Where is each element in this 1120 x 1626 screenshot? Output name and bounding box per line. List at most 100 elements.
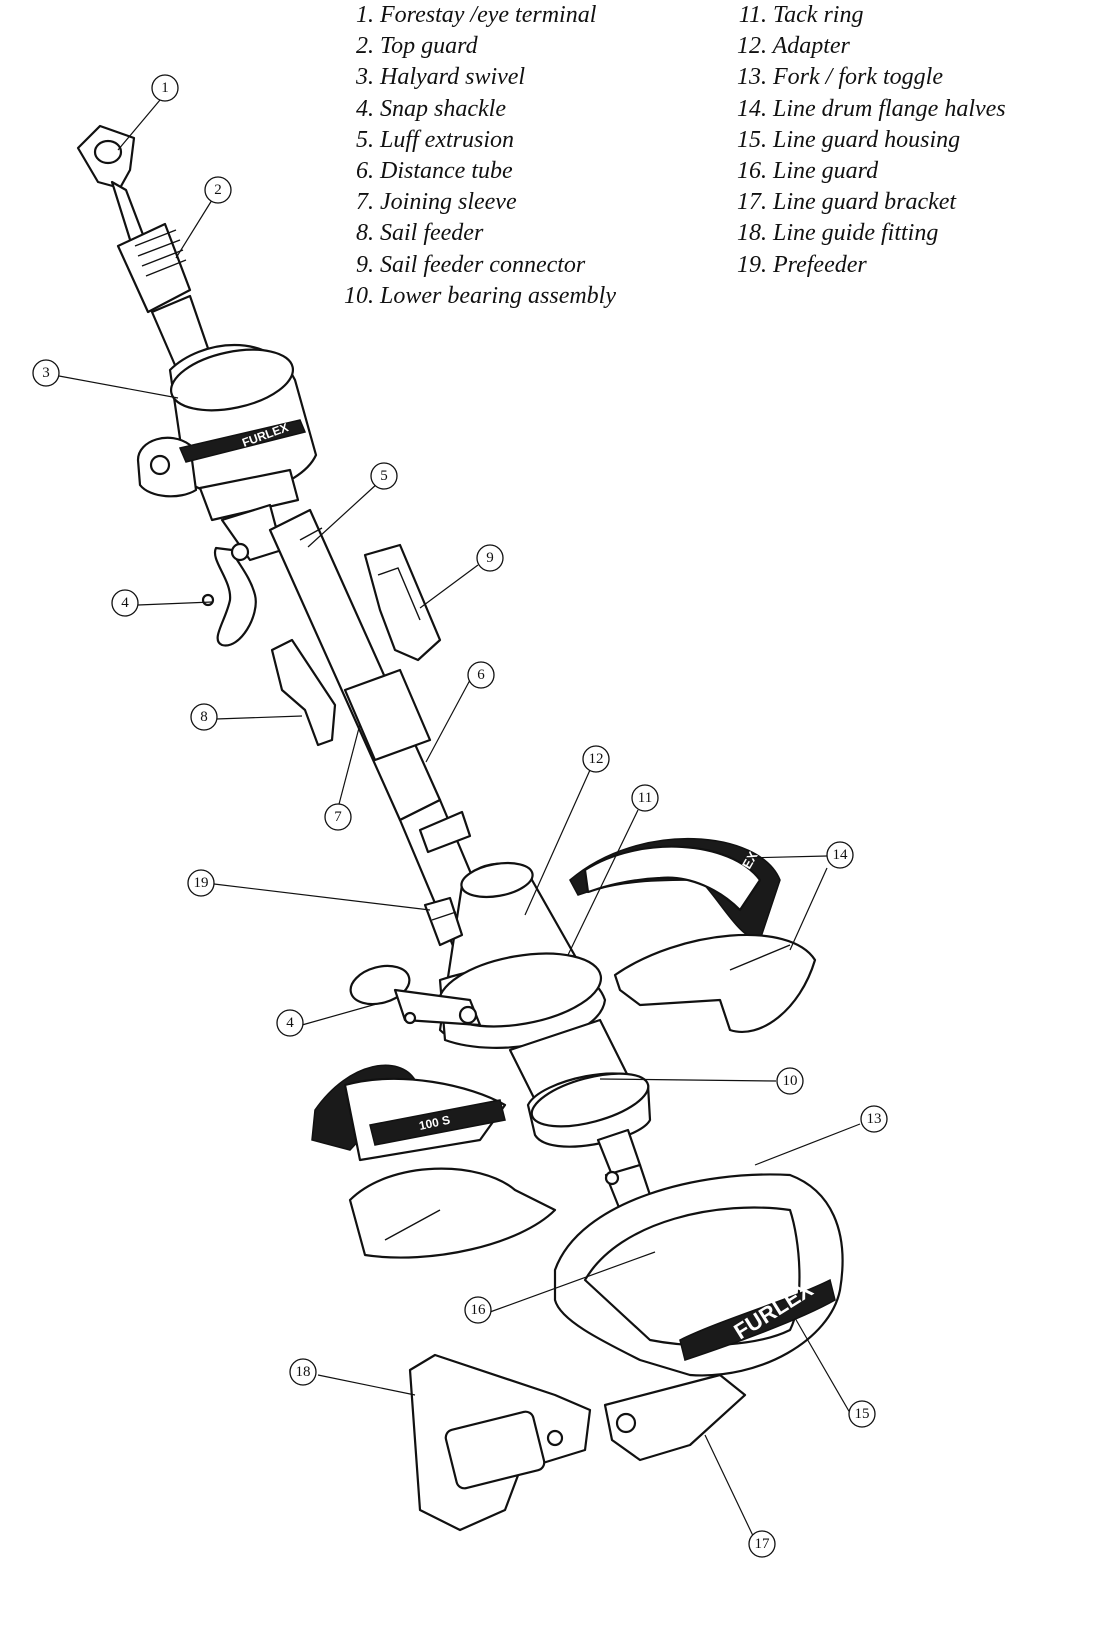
prefeeder — [423, 896, 464, 947]
flange-number-text: 100 S — [418, 1113, 452, 1133]
legend-item-label: Line guard housing — [773, 126, 961, 153]
legend-item: 16. Line guard — [733, 156, 1006, 187]
legend-item-label: Line guard — [773, 158, 879, 185]
legend-item-number: 8. — [356, 220, 374, 247]
svg-text:11: 11 — [638, 790, 652, 806]
legend-item-label: Snap shackle — [380, 95, 506, 122]
callout-1: 1 — [151, 74, 179, 102]
callout-4-lower: 4 — [276, 1009, 304, 1037]
top-guard — [116, 222, 214, 374]
legend-item: 17. Line guard bracket — [733, 187, 1006, 218]
callout-14: 14 — [826, 841, 854, 869]
svg-text:6: 6 — [477, 667, 485, 683]
legend-item-number: 2. — [356, 33, 374, 60]
legend-item: 15. Line guard housing — [733, 125, 1006, 156]
legend-item: 19. Prefeeder — [733, 250, 1006, 281]
svg-text:17: 17 — [755, 1536, 771, 1552]
legend-item-number: 11. — [738, 2, 767, 28]
legend-item-label: Forestay /eye terminal — [380, 2, 597, 28]
legend-item-label: Top guard — [380, 33, 478, 60]
callout-11: 11 — [631, 784, 659, 812]
legend-item-label: Fork / fork toggle — [773, 64, 943, 91]
line-drum-flange-lower: 100 S — [311, 1064, 557, 1259]
line-guard-housing: FURLEX — [553, 1173, 844, 1377]
legend-item: 4. Snap shackle — [340, 94, 616, 125]
callout-5: 5 — [370, 462, 398, 490]
legend-item: 1. Forestay /eye terminal — [340, 0, 616, 31]
legend-item-label: Tack ring — [773, 2, 864, 28]
legend-item-number: 12. — [737, 33, 767, 60]
callout-17: 17 — [748, 1530, 776, 1558]
legend-item-number: 18. — [737, 220, 767, 247]
line-guard-bracket — [603, 1373, 747, 1462]
legend-item: 5. Luff extrusion — [340, 125, 616, 156]
legend-item-number: 4. — [356, 95, 374, 122]
forestay-eye-terminal — [76, 124, 147, 248]
callout-13: 13 — [860, 1105, 888, 1133]
svg-text:14: 14 — [833, 847, 849, 863]
legend-item: 2. Top guard — [340, 31, 616, 62]
callout-2: 2 — [204, 176, 232, 204]
callout-7: 7 — [324, 803, 352, 831]
legend-item: 12. Adapter — [733, 31, 1006, 62]
callout-9: 9 — [476, 544, 504, 572]
callout-8: 8 — [190, 703, 218, 731]
legend-item: 7. Joining sleeve — [340, 187, 616, 218]
legend-item-label: Sail feeder — [380, 220, 484, 247]
legend-item-number: 16. — [737, 158, 767, 185]
legend-item-label: Lower bearing assembly — [380, 282, 616, 309]
snap-shackle-upper — [201, 542, 257, 647]
legend-item-label: Distance tube — [380, 158, 513, 185]
line-drum-flange-upper: FURLEX — [569, 837, 817, 1033]
sail-feeder-connector — [363, 543, 442, 662]
legend-item-label: Line drum flange halves — [773, 95, 1006, 122]
callout-4-upper: 4 — [111, 589, 139, 617]
legend-item-number: 10. — [344, 282, 374, 309]
callout-12: 12 — [582, 745, 610, 773]
legend-item-label: Joining sleeve — [380, 189, 517, 216]
legend-item-label: Sail feeder connector — [380, 251, 586, 278]
callout-6: 6 — [467, 661, 495, 689]
legend-item: 10. Lower bearing assembly — [340, 281, 616, 312]
svg-text:4: 4 — [286, 1015, 294, 1031]
legend-item-number: 5. — [356, 126, 374, 153]
sail-feeder — [270, 638, 337, 747]
svg-text:1: 1 — [161, 80, 169, 96]
svg-text:7: 7 — [334, 809, 342, 825]
leader-lines — [58, 99, 861, 1541]
line-guide-fitting — [408, 1353, 592, 1532]
legend-item: 13. Fork / fork toggle — [733, 62, 1006, 93]
callout-19: 19 — [187, 869, 215, 897]
svg-text:3: 3 — [42, 365, 50, 381]
svg-text:8: 8 — [200, 709, 208, 725]
svg-text:12: 12 — [589, 751, 604, 767]
svg-text:19: 19 — [194, 875, 209, 891]
legend-item-label: Adapter — [772, 33, 850, 60]
legend-item-label: Prefeeder — [773, 251, 867, 278]
legend-item-label: Luff extrusion — [380, 126, 515, 153]
legend-item-label: Line guide fitting — [773, 220, 939, 247]
callout-3: 3 — [32, 359, 60, 387]
svg-text:16: 16 — [471, 1302, 487, 1318]
svg-text:5: 5 — [380, 468, 388, 484]
legend-item-number: 17. — [737, 189, 767, 216]
legend-item-number: 15. — [737, 126, 767, 153]
adapter-and-tack-ring — [437, 861, 607, 1049]
svg-text:2: 2 — [214, 182, 222, 198]
legend-item: 11. Tack ring — [733, 0, 1006, 31]
legend-item: 3. Halyard swivel — [340, 62, 616, 93]
legend-item-number: 6. — [356, 158, 374, 185]
legend-item-label: Line guard bracket — [773, 189, 957, 216]
halyard-swivel: FURLEX — [136, 343, 318, 562]
legend-item: 9. Sail feeder connector — [340, 250, 616, 281]
svg-text:9: 9 — [486, 550, 494, 566]
legend-item-number: 19. — [737, 251, 767, 278]
lower-bearing-assembly — [508, 1018, 652, 1148]
svg-text:10: 10 — [783, 1073, 798, 1089]
legend-item-number: 9. — [356, 251, 374, 278]
svg-text:15: 15 — [855, 1406, 870, 1422]
legend-item: 18. Line guide fitting — [733, 218, 1006, 249]
callout-16: 16 — [464, 1296, 492, 1324]
legend-item: 8. Sail feeder — [340, 218, 616, 249]
